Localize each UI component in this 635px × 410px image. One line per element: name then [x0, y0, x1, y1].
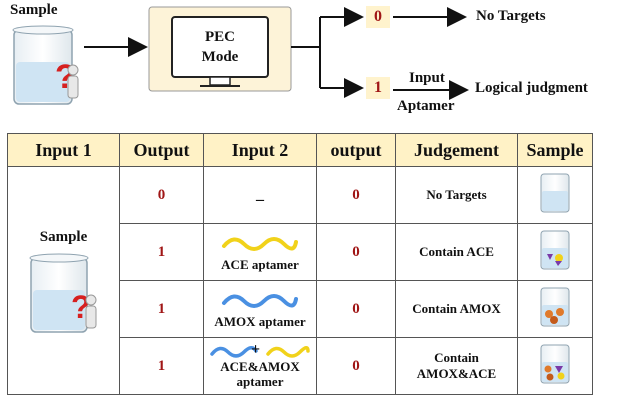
branch-lines	[291, 7, 469, 100]
row3-judgement: Contain AMOX	[395, 280, 518, 338]
row4-input2-line2: aptamer	[236, 374, 284, 389]
table-row: 1 + ACE&AMOX aptamer 0 Contain AMOX&ACE	[8, 337, 593, 395]
row4-output2: 0	[316, 337, 396, 395]
top-sample-label: Sample	[10, 2, 58, 18]
header-output: Output	[119, 133, 204, 167]
row4-judgement-line1: Contain	[434, 350, 479, 365]
combined-aptamer-icons: +	[204, 341, 316, 359]
row4-judgement-line2: AMOX&ACE	[416, 366, 497, 381]
table-sample-beaker-icon: ?	[29, 253, 96, 333]
header-input2: Input 2	[203, 133, 317, 167]
row3-input2-cell: AMOX aptamer	[203, 280, 317, 338]
input1-cell: Sample ?	[7, 166, 120, 395]
row4-output: 1	[119, 337, 204, 395]
monitor-line-2: Mode	[201, 49, 239, 65]
top-sample-beaker-icon: ?	[12, 25, 79, 105]
header-sample: Sample	[517, 133, 593, 167]
header-output2: output	[316, 133, 396, 167]
table-row: 1 AMOX aptamer 0 Contain AMOX	[8, 280, 593, 338]
row1-output2: 0	[316, 166, 396, 224]
row2-judgement: Contain ACE	[395, 223, 518, 281]
row2-input2-cell: ACE aptamer	[203, 223, 317, 281]
table-row: Sample ? 0 _ 0 No Targets	[7, 166, 593, 395]
row2-sample-cell	[517, 223, 593, 281]
row1-output: 0	[119, 166, 204, 224]
table-row: 1 ACE aptamer 0 Contain ACE	[8, 223, 593, 281]
branch-one-result: Logical judgment	[475, 80, 588, 96]
row4-judgement: Contain AMOX&ACE	[395, 337, 518, 395]
mixed-beaker-icon	[540, 344, 570, 383]
row3-output2: 0	[316, 280, 396, 338]
branch-zero-result: No Targets	[476, 8, 546, 24]
row1-input2: _	[203, 166, 317, 224]
row3-output: 1	[119, 280, 204, 338]
monitor-line-1: PEC	[205, 29, 235, 45]
row4-input2-line1: ACE&AMOX	[220, 359, 300, 374]
branch-one-aptamer-label: Aptamer	[397, 98, 455, 114]
row2-input2-label: ACE aptamer	[221, 257, 299, 272]
plus-sign: +	[251, 341, 261, 358]
row4-sample-cell	[517, 337, 593, 395]
header-input1: Input 1	[7, 133, 120, 167]
row2-output2: 0	[316, 223, 396, 281]
branch-zero-value: 0	[366, 6, 390, 28]
input1-sample-label: Sample	[39, 229, 88, 245]
row1-judgement: No Targets	[395, 166, 518, 224]
logic-table: Input 1 Output Input 2 output Judgement …	[7, 133, 593, 395]
combined-aptamer-waves-icon	[210, 346, 310, 358]
row1-sample-cell	[517, 166, 593, 224]
amox-beaker-icon	[540, 287, 570, 326]
amox-aptamer-icon	[222, 294, 298, 308]
ace-aptamer-icon	[222, 237, 298, 251]
empty-beaker-icon	[540, 173, 570, 212]
branch-one-value: 1	[366, 77, 390, 99]
branch-one-input-label: Input	[409, 70, 445, 86]
header-judgement: Judgement	[395, 133, 518, 167]
row3-sample-cell	[517, 280, 593, 338]
ace-beaker-icon	[540, 230, 570, 269]
row4-input2-cell: + ACE&AMOX aptamer	[203, 337, 317, 395]
row3-input2-label: AMOX aptamer	[214, 314, 306, 329]
table-header-row: Input 1 Output Input 2 output Judgement …	[7, 133, 593, 167]
pec-monitor-icon	[148, 6, 292, 92]
row2-output: 1	[119, 223, 204, 281]
pec-mode-label: PEC Mode	[172, 27, 268, 67]
